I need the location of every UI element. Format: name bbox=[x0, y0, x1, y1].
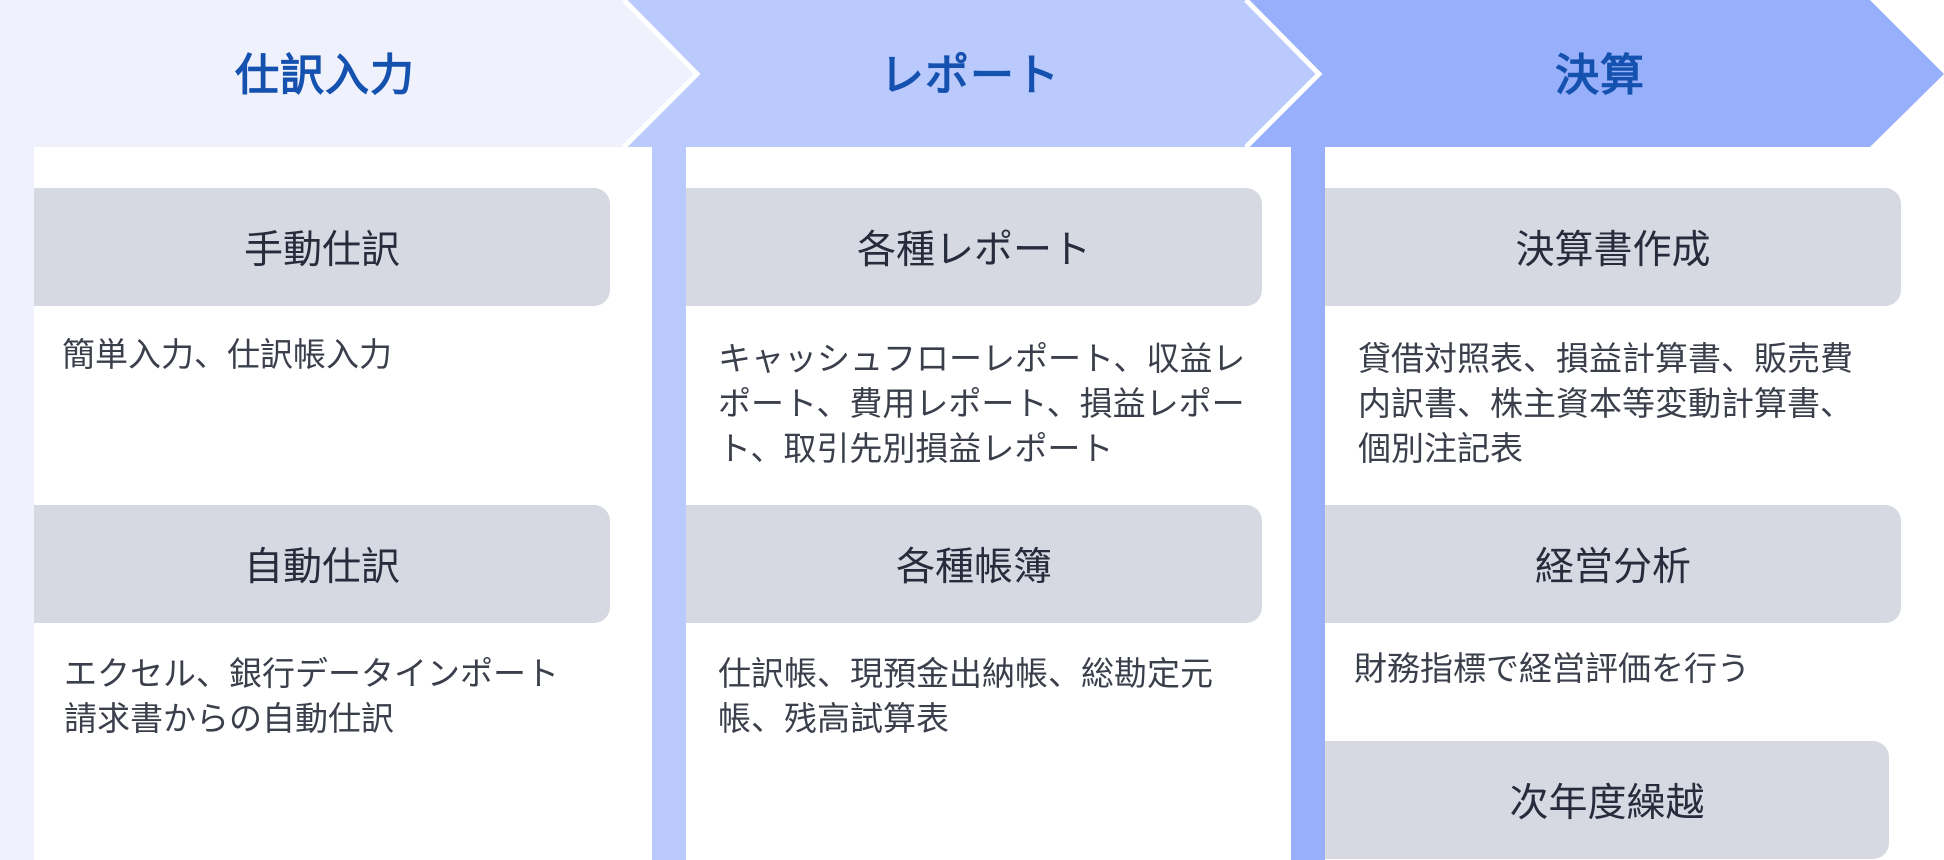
stage-title-report: レポート bbox=[880, 50, 1060, 101]
card-heading-manual-journal: 手動仕訳 bbox=[34, 188, 610, 306]
card-description-auto-journal: エクセル、銀行データインポート 請求書からの自動仕訳 bbox=[64, 654, 559, 738]
card-description-management-analysis: 財務指標で経営評価を行う bbox=[1354, 649, 1750, 688]
stage-title-journal-entry: 仕訳入力 bbox=[235, 50, 415, 101]
card-heading-auto-journal: 自動仕訳 bbox=[34, 505, 610, 623]
card-heading-reports: 各種レポート bbox=[686, 188, 1262, 306]
band-stage-2 bbox=[652, 147, 686, 860]
card-heading-management-analysis: 経営分析 bbox=[1325, 505, 1901, 623]
chevron-divider-2 bbox=[1244, 0, 1323, 147]
band-stage-1 bbox=[0, 147, 34, 860]
card-description-reports: キャッシュフローレポート、収益レ ポート、費用レポート、損益レポー ト、取引先別… bbox=[718, 339, 1246, 468]
chevron-stage-3 bbox=[1246, 0, 1944, 147]
process-chevrons bbox=[0, 0, 1944, 147]
card-heading-financial-statements: 決算書作成 bbox=[1325, 188, 1901, 306]
chevron-divider-1 bbox=[622, 0, 701, 147]
card-heading-year-carryover: 次年度繰越 bbox=[1325, 741, 1889, 859]
stage-title-closing: 決算 bbox=[1555, 50, 1645, 101]
card-description-ledgers: 仕訳帳、現預金出納帳、総勘定元 帳、残高試算表 bbox=[718, 654, 1213, 738]
card-heading-ledgers: 各種帳簿 bbox=[686, 505, 1262, 623]
card-description-manual-journal: 簡単入力、仕訳帳入力 bbox=[62, 335, 392, 374]
chevron-stage-2 bbox=[624, 0, 1319, 147]
card-description-financial-statements: 貸借対照表、損益計算書、販売費 内訳書、株主資本等変動計算書、 個別注記表 bbox=[1358, 339, 1853, 468]
band-stage-3 bbox=[1291, 147, 1325, 860]
chevron-stage-1 bbox=[0, 0, 697, 147]
